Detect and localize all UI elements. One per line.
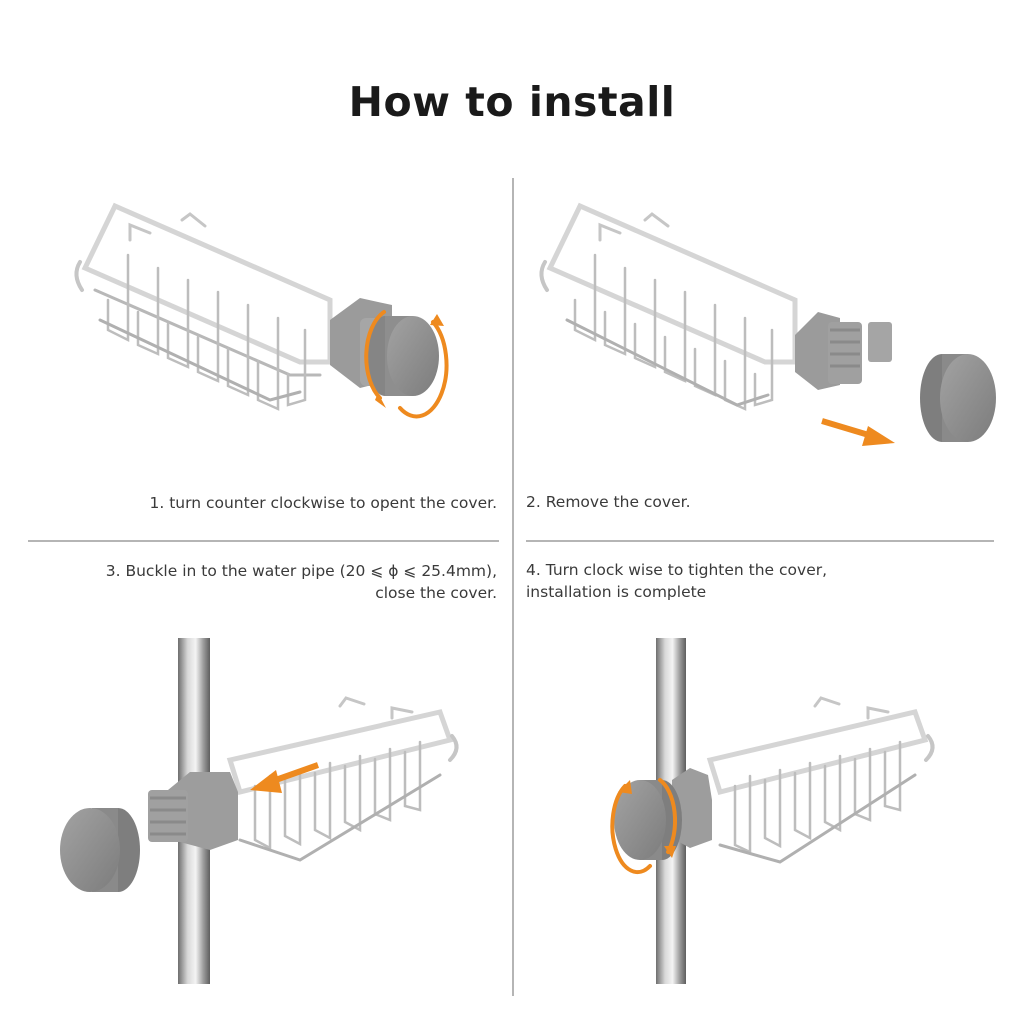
step3-caption-line-2: close the cover. <box>375 584 497 602</box>
rotate-arrow-head-top <box>430 314 444 326</box>
step1-caption: 1. turn counter clockwise to opent the c… <box>150 492 498 514</box>
step1-basket <box>74 202 333 411</box>
step4-clamp <box>672 768 712 848</box>
rotate-arrow-head-left <box>618 780 632 794</box>
step2-illustration <box>539 202 996 446</box>
step2-caption: 2. Remove the cover. <box>526 491 691 513</box>
step1-cover-cap <box>367 316 439 396</box>
step3-clamp <box>148 772 238 850</box>
page-title: How to install <box>348 78 676 126</box>
step2-clamp <box>795 312 892 390</box>
step1-illustration <box>74 202 449 419</box>
rotate-arrow-head-right <box>664 846 676 858</box>
rotate-counter-clockwise-arrow <box>364 310 449 419</box>
step3-caption: 3. Buckle in to the water pipe (20 ⩽ ϕ ⩽… <box>106 560 497 604</box>
step4-illustration <box>610 638 935 984</box>
step4-caption: 4. Turn clock wise to tighten the cover,… <box>526 559 827 603</box>
step3-cover-cap <box>60 808 140 892</box>
remove-arrow <box>821 418 895 446</box>
step3-illustration <box>60 638 459 984</box>
rotate-arrow-head-bottom <box>375 393 386 408</box>
horizontal-divider-left <box>28 540 499 542</box>
step1-caption-line: 1. turn counter clockwise to opent the c… <box>149 494 498 512</box>
insert-arrow <box>250 762 320 793</box>
step4-basket <box>706 696 935 864</box>
step3-basket <box>226 696 459 862</box>
step2-basket <box>539 202 798 411</box>
horizontal-divider-right <box>526 540 994 542</box>
step4-caption-line-2: installation is complete <box>526 583 707 601</box>
vertical-divider <box>512 178 514 996</box>
step3-caption-line-1: 3. Buckle in to the water pipe (20 ⩽ ϕ ⩽… <box>105 562 497 580</box>
step2-caption-line: 2. Remove the cover. <box>526 493 691 511</box>
rotate-clockwise-arrow <box>610 778 678 875</box>
step4-caption-line-1: 4. Turn clock wise to tighten the cover, <box>526 561 828 579</box>
step2-cover-cap <box>920 354 996 442</box>
